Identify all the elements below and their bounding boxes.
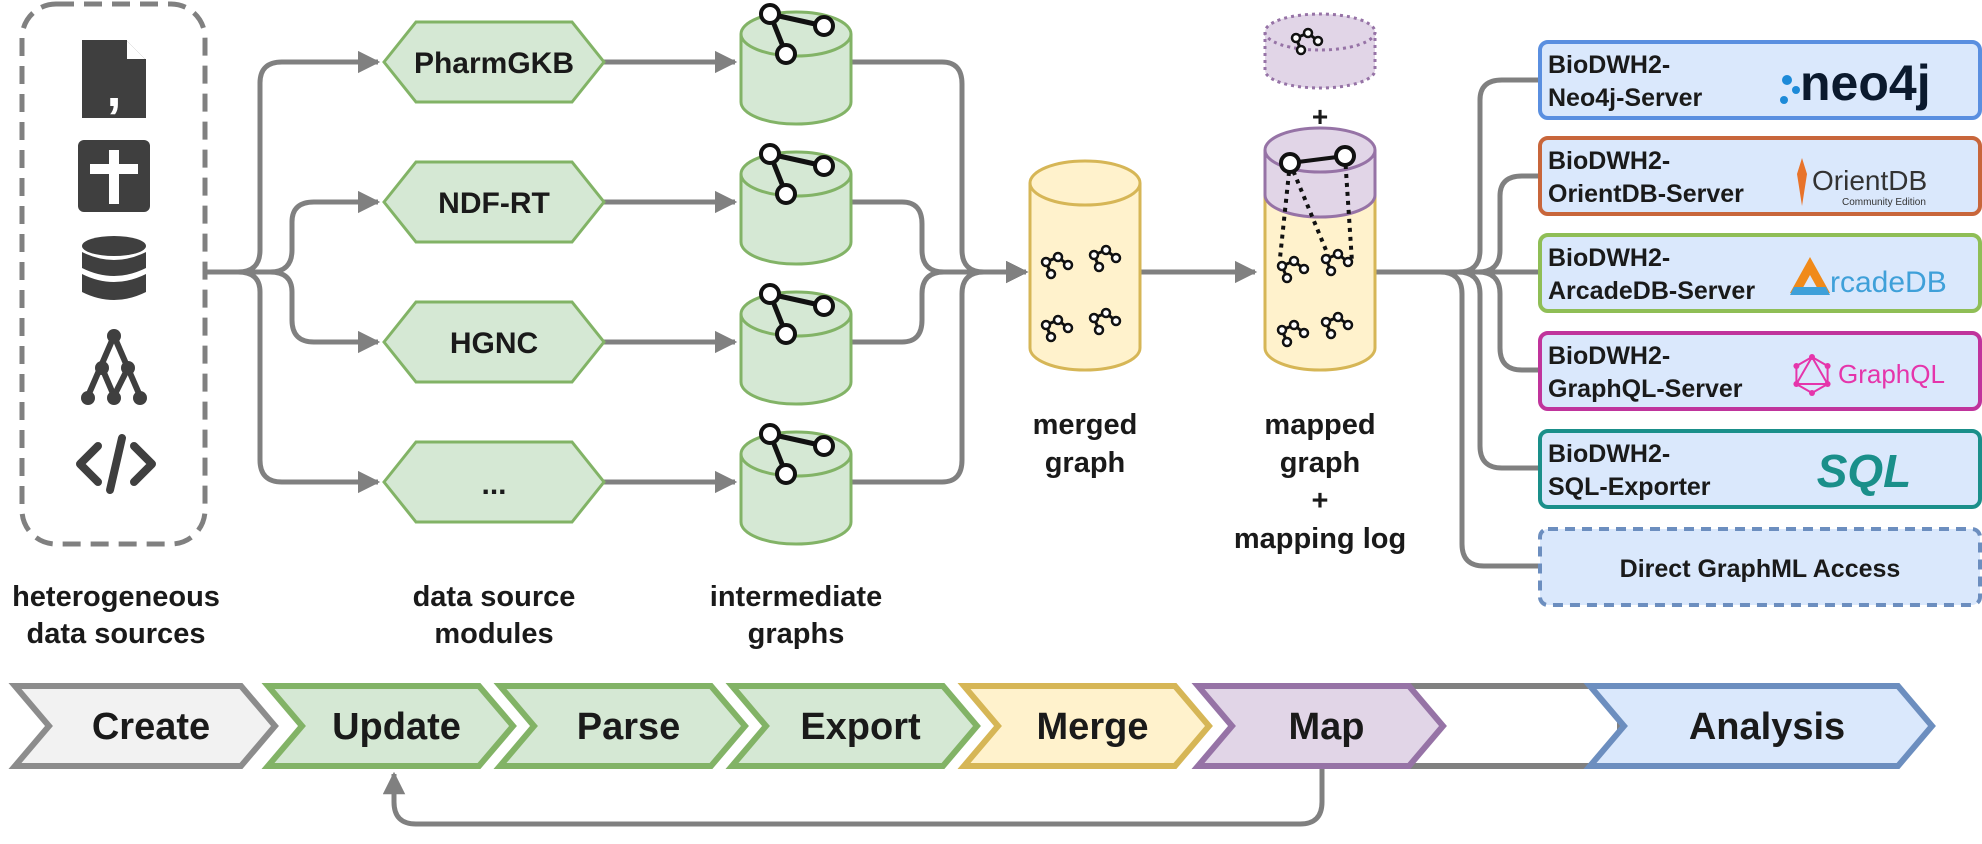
svg-text:,: ,: [106, 58, 121, 118]
arcadedb-logo: rcadeDB: [1790, 257, 1947, 299]
stage-label: Map: [1289, 706, 1365, 748]
stage-create: Create: [8, 683, 279, 769]
stage-label: Export: [800, 706, 921, 748]
data-sources-group: ,: [19, 1, 208, 547]
stage-parse: Parse: [493, 683, 749, 769]
caption-merged-line1: merged: [1033, 409, 1138, 441]
module-hexagons: PharmGKB NDF-RT HGNC...: [382, 20, 606, 524]
module-label: HGNC: [450, 327, 538, 360]
merged-graph-cylinder: [1028, 159, 1142, 372]
target-name-line1: BioDWH2-: [1548, 342, 1670, 370]
intermediate-graph-cylinder: [739, 423, 853, 546]
caption-modules-line1: data source: [413, 581, 576, 613]
caption-intermediate-line2: graphs: [748, 618, 845, 650]
intermediate-graph-cylinder: [739, 283, 853, 406]
target-name-line2: SQL-Exporter: [1548, 473, 1711, 501]
caption-mapped-line1: mapped: [1264, 409, 1375, 441]
connectors: [205, 50, 1540, 827]
target-box: BioDWH2- Neo4j-Server neo4j: [1538, 40, 1982, 120]
target-box: BioDWH2- ArcadeDB-Server rcadeDB: [1538, 233, 1982, 313]
stage-bar: Create Update Parse Export Merge Map Analysis: [8, 683, 1936, 769]
plus-sign: +: [1312, 101, 1328, 132]
caption-modules-line2: modules: [434, 618, 553, 650]
file-code-icon: ,: [82, 40, 146, 118]
stage-label: Analysis: [1689, 706, 1845, 748]
stage-update: Update: [261, 683, 517, 769]
caption-mapped-line4: mapping log: [1234, 523, 1406, 555]
graphql-logo: GraphQL: [1793, 354, 1945, 396]
neo4j-logo-text: neo4j: [1800, 55, 1931, 111]
target-name-line2: GraphQL-Server: [1548, 375, 1743, 403]
stage-merge: Merge: [957, 683, 1213, 769]
target-box: Direct GraphML Access: [1538, 527, 1982, 607]
caption-mapped-line2: graph: [1280, 447, 1361, 479]
ontology-graph-cylinder: [1263, 12, 1377, 90]
module-label: ...: [481, 468, 506, 501]
target-box: BioDWH2- GraphQL-Server GraphQL: [1538, 331, 1982, 411]
file-plus-icon: [78, 140, 150, 212]
caption-intermediate-line1: intermediate: [710, 581, 882, 613]
target-name-line1: BioDWH2-: [1548, 51, 1670, 79]
neo4j-logo: neo4j: [1780, 55, 1931, 111]
intermediate-graphs: [739, 3, 853, 546]
target-name-line1: BioDWH2-: [1548, 440, 1670, 468]
caption-sources-line1: heterogeneous: [12, 581, 220, 613]
module-label: NDF-RT: [438, 187, 550, 220]
stage-label: Update: [332, 706, 461, 748]
intermediate-graph-cylinder: [739, 3, 853, 126]
module-hexagon: ...: [382, 440, 606, 524]
stage-map: Map: [1191, 683, 1447, 769]
module-label: PharmGKB: [414, 47, 574, 80]
module-hexagon: NDF-RT: [382, 160, 606, 244]
target-name-line1: BioDWH2-: [1548, 244, 1670, 272]
caption-mapped-line3: +: [1312, 485, 1329, 517]
tree-hierarchy-icon: [81, 329, 147, 405]
target-name-line2: Neo4j-Server: [1548, 84, 1703, 112]
stage-label: Create: [92, 706, 210, 748]
stage-label: Parse: [577, 706, 681, 748]
module-hexagon: PharmGKB: [382, 20, 606, 104]
target-name: Direct GraphML Access: [1620, 555, 1901, 583]
sql-logo-text: SQL: [1817, 445, 1912, 497]
target-name-line2: OrientDB-Server: [1548, 180, 1744, 208]
module-hexagon: HGNC: [382, 300, 606, 384]
stage-export: Export: [725, 683, 981, 769]
captions: heterogeneous data sources data source m…: [12, 409, 1406, 650]
arcadedb-logo-text: rcadeDB: [1830, 266, 1947, 299]
orientdb-logo-subtitle: Community Edition: [1842, 197, 1926, 208]
database-icon: [82, 236, 146, 300]
mapped-graph-cylinder: +: [1263, 12, 1377, 372]
intermediate-graph-cylinder: [739, 143, 853, 266]
stage-analysis: Analysis: [1583, 683, 1936, 769]
stage-label: Merge: [1037, 706, 1149, 748]
caption-merged-line2: graph: [1045, 447, 1126, 479]
code-brackets-icon: [76, 434, 156, 494]
target-box: BioDWH2- OrientDB-Server OrientDBCommunity…: [1538, 136, 1982, 216]
caption-sources-line2: data sources: [27, 618, 206, 650]
target-name-line1: BioDWH2-: [1548, 147, 1670, 175]
sources-dashed-frame: [19, 1, 208, 547]
graphql-logo-text: GraphQL: [1838, 359, 1945, 389]
orientdb-logo-text: OrientDB: [1812, 165, 1927, 196]
target-name-line2: ArcadeDB-Server: [1548, 277, 1755, 305]
target-box: BioDWH2- SQL-Exporter SQL: [1538, 429, 1982, 509]
